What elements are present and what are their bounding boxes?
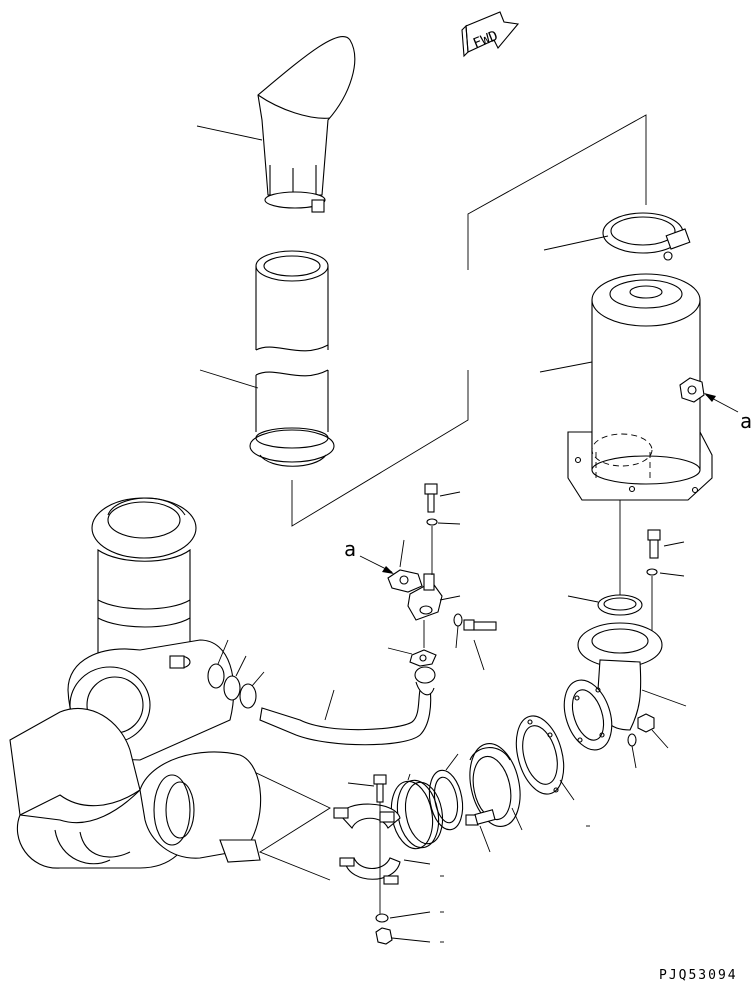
bolt-flange bbox=[465, 809, 496, 826]
engine-intake-assembly bbox=[9, 497, 262, 869]
leader-fitting-1 bbox=[217, 639, 229, 665]
leader-hose-sleeve bbox=[407, 773, 411, 781]
leader-gasket-ring bbox=[567, 595, 599, 603]
leader-seal-ring bbox=[445, 753, 459, 771]
filter-element bbox=[249, 250, 335, 467]
bolt-valve bbox=[424, 483, 438, 513]
leader-bolt-right bbox=[663, 541, 685, 547]
leader-nut-right bbox=[651, 729, 669, 749]
ejector-valve bbox=[387, 569, 443, 621]
bolt-clamp bbox=[373, 774, 387, 803]
leader-ejector-valve bbox=[399, 539, 405, 568]
leader-washer-valve bbox=[437, 522, 461, 525]
adapter-flange bbox=[469, 743, 521, 827]
washer-right bbox=[646, 568, 658, 576]
leader-washer-clamp bbox=[389, 911, 431, 919]
leader-rain-cap bbox=[196, 125, 263, 141]
nut-clamp bbox=[375, 927, 393, 945]
leader-bolt-flange bbox=[479, 825, 491, 853]
precleaner-body bbox=[567, 273, 713, 501]
leader-nut-clamp bbox=[391, 937, 431, 943]
bolt-side bbox=[463, 619, 497, 631]
small-gasket bbox=[409, 649, 437, 667]
leader-ejector-tube bbox=[324, 689, 335, 721]
split-clamp-lower bbox=[339, 857, 401, 885]
callout-a-left-label: a bbox=[344, 537, 356, 561]
callout-a-right-label: a bbox=[740, 409, 752, 433]
leader-washer-right bbox=[659, 572, 685, 577]
gasket-plate bbox=[515, 715, 565, 795]
nut-right bbox=[637, 713, 655, 733]
callout-a-right: a bbox=[704, 393, 752, 433]
ejector-tube bbox=[259, 666, 436, 746]
elbow-pipe bbox=[563, 622, 663, 751]
hose-sleeve bbox=[390, 779, 444, 850]
assembly-bracket-lines bbox=[291, 114, 647, 527]
leader-small-gasket bbox=[387, 647, 413, 655]
leader-split-clamp bbox=[403, 859, 431, 865]
leader-gasket-plate bbox=[559, 779, 575, 801]
washer-valve bbox=[426, 518, 438, 526]
drawing-code: PJQ53094 bbox=[659, 968, 738, 982]
leader-fitting-3 bbox=[251, 671, 265, 687]
leader-elbow-pipe bbox=[641, 689, 687, 707]
washer-elbow bbox=[627, 733, 637, 747]
washer-clamp bbox=[375, 913, 389, 923]
washer-side bbox=[453, 613, 463, 627]
leader-bolt-clamp bbox=[347, 782, 375, 787]
rain-cap bbox=[257, 35, 356, 213]
leader-clamp-ring bbox=[543, 235, 609, 251]
bolt-right bbox=[647, 529, 661, 559]
callout-a-left: a bbox=[344, 537, 394, 574]
clamp-ring bbox=[602, 212, 691, 261]
leader-bolt-side bbox=[473, 639, 485, 671]
leader-fitting-2 bbox=[235, 655, 247, 677]
leader-precleaner-body bbox=[539, 361, 593, 373]
fwd-arrow-marker: FWD bbox=[461, 11, 520, 58]
leader-valve-bracket bbox=[439, 595, 461, 601]
leader-washer-side bbox=[455, 625, 459, 649]
leader-adapter-flange bbox=[511, 807, 523, 831]
split-clamp-upper bbox=[333, 803, 401, 829]
gasket-ring bbox=[597, 594, 643, 616]
leader-bolt-valve bbox=[439, 491, 461, 497]
leader-filter-element bbox=[199, 369, 259, 389]
turbo-bracket-lines bbox=[249, 769, 331, 881]
leader-washer-elbow bbox=[631, 745, 637, 769]
